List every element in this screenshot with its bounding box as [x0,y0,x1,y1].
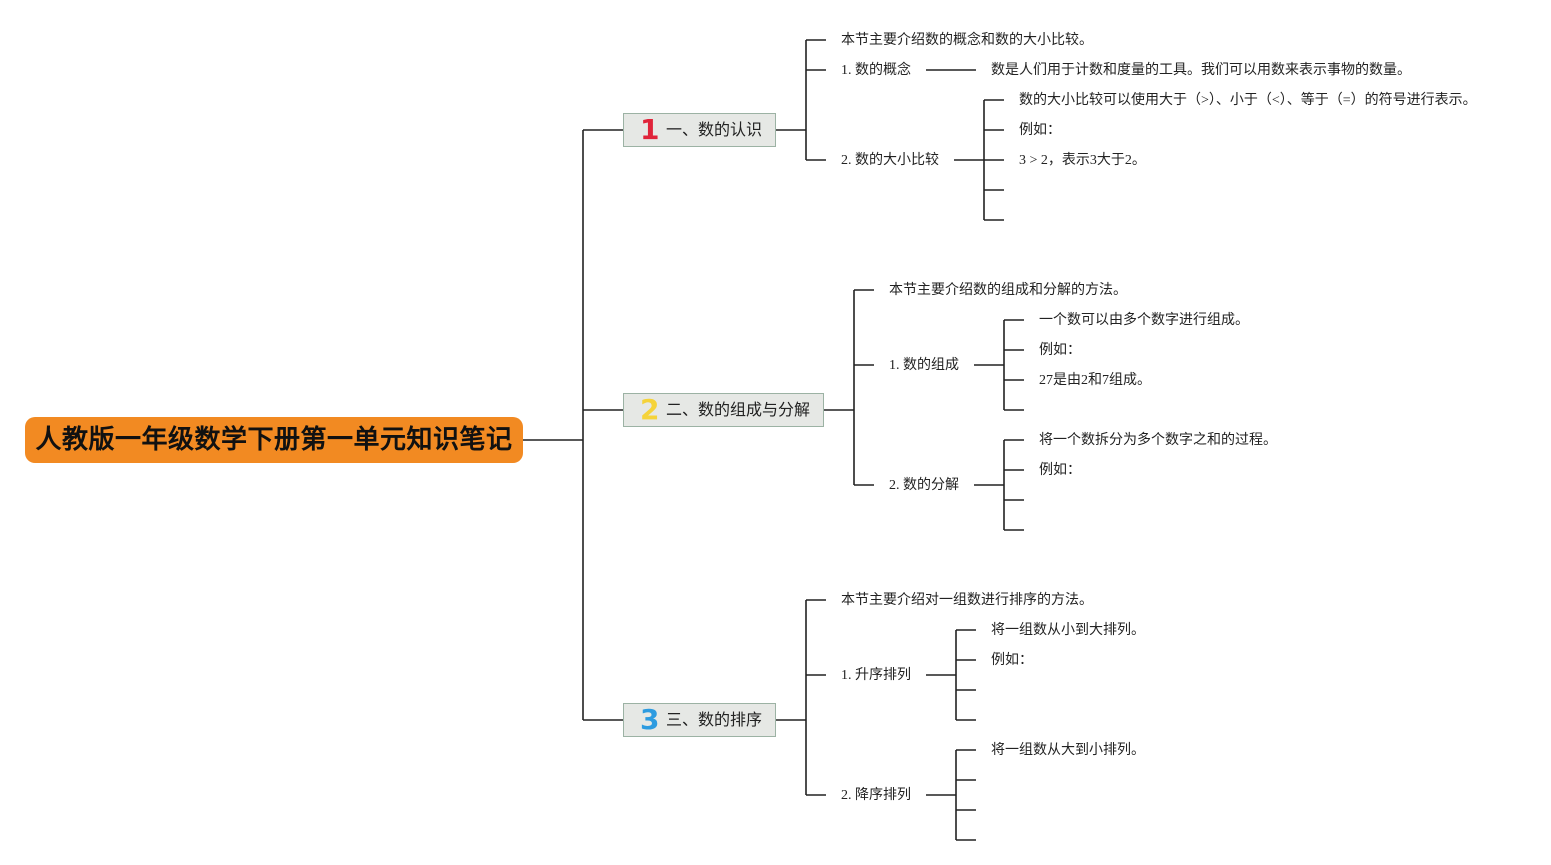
branch-topic-2[interactable]: 2 二、数的组成与分解 [623,393,824,427]
subtopic-label[interactable]: 1. 数的概念 [841,63,911,78]
branch-topic-1[interactable]: 1 一、数的认识 [623,113,776,147]
detail-item[interactable]: 3 > 2，表示3大于2。 [1019,153,1146,168]
detail-item[interactable]: 一个数可以由多个数字进行组成。 [1039,313,1249,328]
detail-item[interactable]: 例如： [1039,463,1081,478]
detail-item[interactable]: 例如： [1019,123,1061,138]
number-three-icon: 3 [640,703,660,736]
detail-item[interactable]: 数的大小比较可以使用大于（>）、小于（<）、等于（=）的符号进行表示。 [1019,93,1477,108]
detail-item[interactable]: 例如： [1039,343,1081,358]
detail-item[interactable]: 27是由2和7组成。 [1039,373,1151,388]
number-one-icon: 1 [640,113,660,146]
topic-intro[interactable]: 本节主要介绍数的概念和数的大小比较。 [841,33,1093,48]
branch-label: 一、数的认识 [666,120,763,139]
subtopic-label[interactable]: 1. 升序排列 [841,668,911,683]
subtopic-label[interactable]: 1. 数的组成 [889,358,959,373]
topic-intro[interactable]: 本节主要介绍数的组成和分解的方法。 [889,283,1127,298]
subtopic-label[interactable]: 2. 数的大小比较 [841,153,939,168]
number-two-icon: 2 [640,393,660,426]
branch-topic-3[interactable]: 3 三、数的排序 [623,703,776,737]
subtopic-label[interactable]: 2. 降序排列 [841,788,911,803]
detail-item[interactable]: 例如： [991,653,1033,668]
detail-item[interactable]: 将一组数从大到小排列。 [991,743,1145,758]
subtopic-label[interactable]: 2. 数的分解 [889,478,959,493]
root-topic[interactable]: 人教版一年级数学下册第一单元知识笔记 [25,417,523,463]
branch-label: 二、数的组成与分解 [666,400,811,419]
subtopic-detail[interactable]: 数是人们用于计数和度量的工具。我们可以用数来表示事物的数量。 [991,63,1411,78]
branch-label: 三、数的排序 [666,710,763,729]
topic-intro[interactable]: 本节主要介绍对一组数进行排序的方法。 [841,593,1093,608]
detail-item[interactable]: 将一组数从小到大排列。 [991,623,1145,638]
detail-item[interactable]: 将一个数拆分为多个数字之和的过程。 [1039,433,1277,448]
